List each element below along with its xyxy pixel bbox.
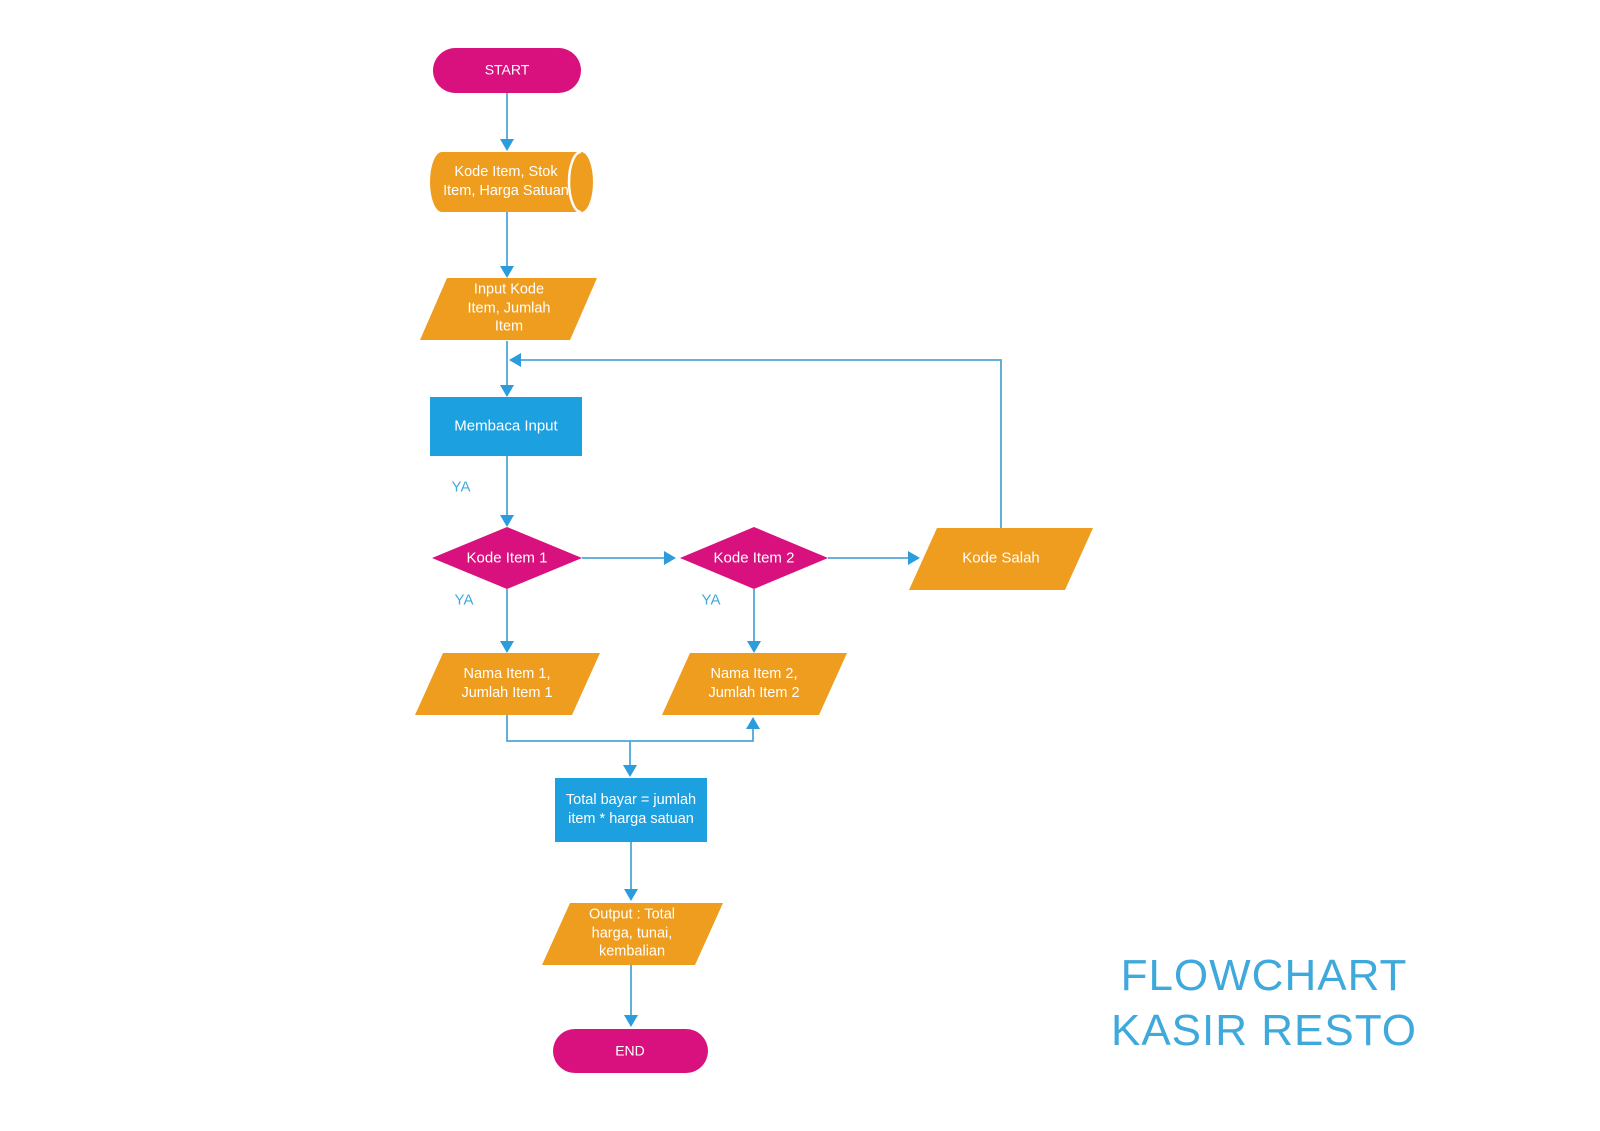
chart-title: FLOWCHART KASIR RESTO — [1079, 948, 1449, 1058]
total-bayar-process-rect — [555, 778, 707, 842]
membaca-process-rect — [430, 397, 582, 456]
ya-label-kode1-nama1: YA — [454, 591, 474, 609]
connector-merge-junction — [506, 715, 760, 777]
start-label: START — [484, 61, 530, 78]
kode-salah-parallelogram — [909, 528, 1093, 590]
ya-label-kode2-nama2: YA — [701, 591, 721, 609]
connector-kode2-nama2 — [747, 589, 761, 653]
input-parallelogram — [420, 278, 597, 340]
output-label: Output : Total harga, tunai, kembalian — [589, 906, 675, 960]
connector-stored-input — [500, 212, 514, 278]
nama-item-2-label: Nama Item 2, Jumlah Item 2 — [708, 666, 800, 701]
connector-membaca-kode1 — [500, 456, 514, 527]
end-label: END — [615, 1042, 645, 1059]
kode-salah-label: Kode Salah — [962, 549, 1040, 567]
connector-start-stored — [500, 93, 514, 151]
kode-item-2-diamond — [680, 527, 828, 589]
ya-label-membaca-kode1: YA — [451, 478, 471, 496]
chart-title-line1: FLOWCHART — [1120, 951, 1408, 1000]
membaca-label: Membaca Input — [454, 417, 558, 435]
connector-input-membaca — [500, 341, 514, 397]
kode-item-1-diamond — [432, 527, 582, 589]
connector-kode1-kode2 — [582, 551, 676, 565]
output-parallelogram — [542, 903, 723, 965]
connector-kode1-nama1 — [500, 589, 514, 653]
nama-item-1-parallelogram — [415, 653, 600, 715]
kode-item-2-label: Kode Item 2 — [713, 549, 795, 567]
connector-output-end — [624, 965, 638, 1027]
stored-data-label: Kode Item, Stok Item, Harga Satuan — [443, 164, 569, 199]
connector-total-output — [624, 842, 638, 901]
connector-kode-salah-feedback — [509, 353, 1002, 528]
chart-title-line2: KASIR RESTO — [1110, 1006, 1418, 1055]
kode-item-1-label: Kode Item 1 — [466, 549, 548, 567]
connector-kode2-kode-salah — [828, 551, 920, 565]
start-terminator — [433, 48, 581, 93]
stored-data-cylinder — [430, 150, 593, 214]
end-terminator — [553, 1029, 708, 1073]
total-bayar-label: Total bayar = jumlah item * harga satuan — [565, 792, 697, 827]
input-label: Input Kode Item, Jumlah Item — [467, 281, 551, 335]
nama-item-2-parallelogram — [662, 653, 847, 715]
nama-item-1-label: Nama Item 1, Jumlah Item 1 — [461, 666, 553, 701]
